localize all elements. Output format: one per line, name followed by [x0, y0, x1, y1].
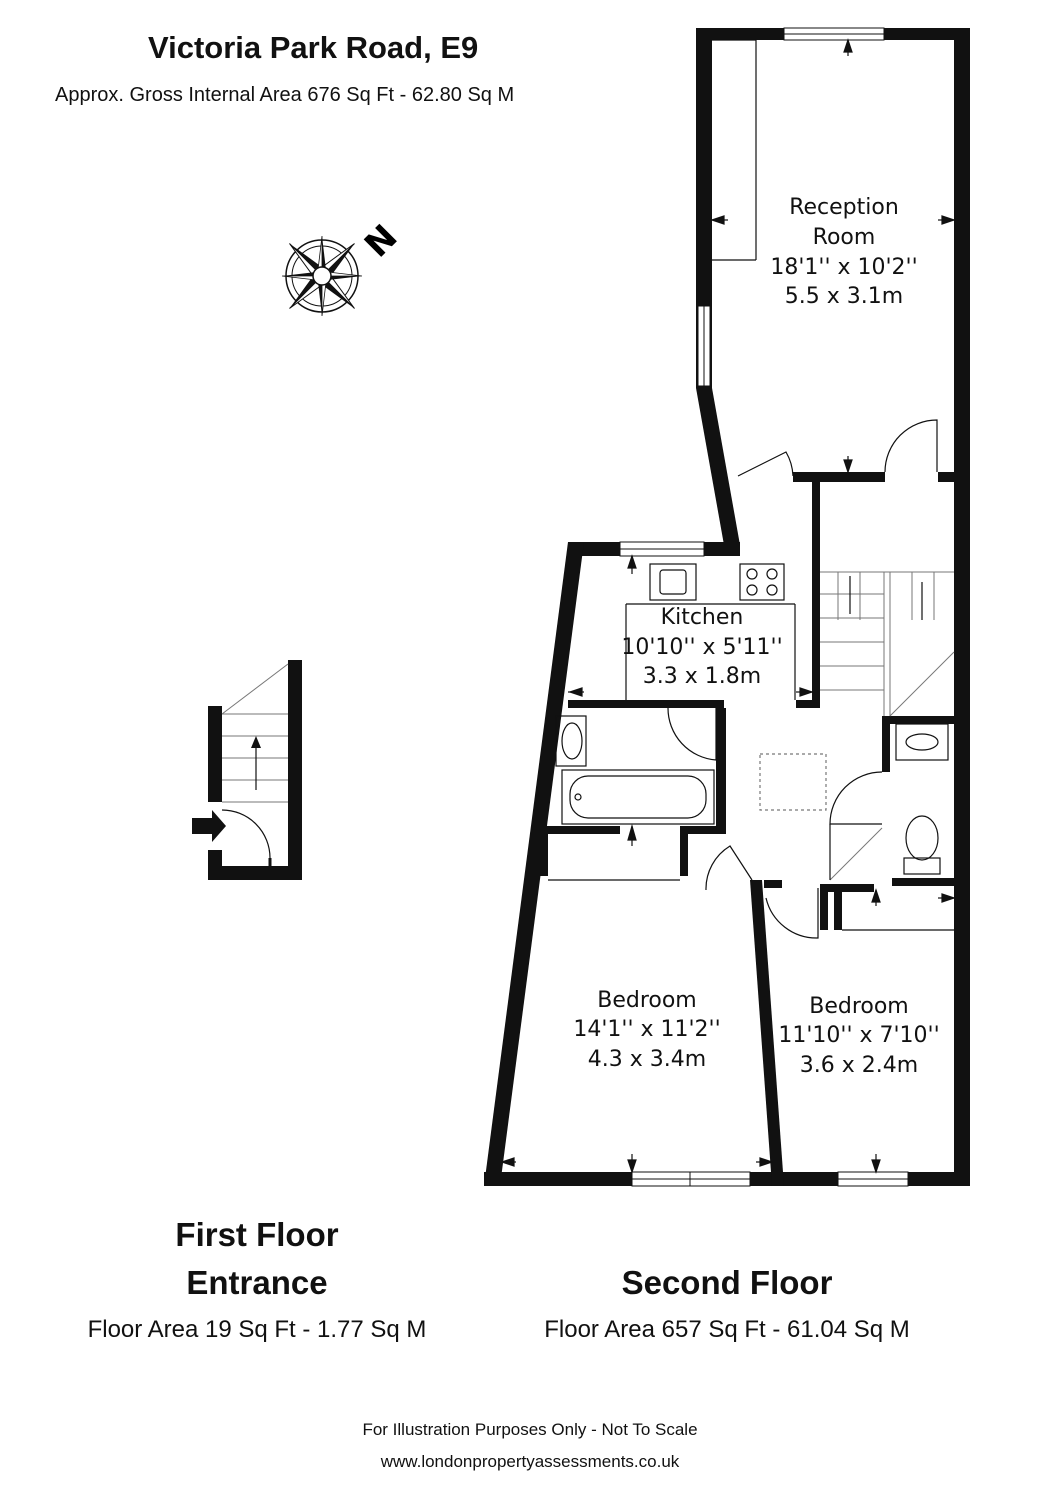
room-kitchen: Kitchen 10'10'' x 5'11'' 3.3 x 1.8m: [621, 605, 782, 689]
room-bedroom-left: Bedroom 14'1'' x 11'2'' 4.3 x 3.4m: [573, 988, 720, 1072]
room-dimensions-imperial: 14'1'' x 11'2'': [573, 1017, 720, 1042]
website-link[interactable]: www.londonpropertyassessments.co.uk: [380, 1452, 680, 1471]
room-dimensions-metric: 4.3 x 3.4m: [588, 1047, 706, 1072]
fixtures: [548, 39, 955, 939]
dimension-arrows: [500, 38, 956, 1174]
property-title: Victoria Park Road, E9: [148, 30, 479, 65]
disclaimer-text: For Illustration Purposes Only - Not To …: [362, 1420, 698, 1439]
compass-rose-icon: [281, 235, 363, 317]
second-floor-area: Floor Area 657 Sq Ft - 61.04 Sq M: [544, 1316, 910, 1343]
second-floor-walls: [484, 28, 970, 1186]
north-letter: N: [357, 217, 405, 265]
entrance-arrow-icon: [192, 810, 226, 842]
first-floor-title: First Floor: [175, 1216, 339, 1253]
room-dimensions-metric: 3.3 x 1.8m: [643, 664, 761, 689]
first-floor-area: Floor Area 19 Sq Ft - 1.77 Sq M: [87, 1316, 427, 1343]
room-name: Bedroom: [809, 994, 909, 1019]
room-dimensions-imperial: 18'1'' x 10'2'': [770, 255, 917, 280]
room-dimensions-metric: 3.6 x 2.4m: [800, 1053, 918, 1078]
second-floor-title: Second Floor: [621, 1264, 833, 1301]
room-dimensions-imperial: 10'10'' x 5'11'': [621, 635, 782, 660]
room-name: Reception: [789, 195, 899, 220]
first-floor-subtitle: Entrance: [186, 1264, 328, 1301]
windows: [619, 27, 909, 1187]
room-name: Kitchen: [661, 605, 744, 630]
room-reception: Reception Room 18'1'' x 10'2'' 5.5 x 3.1…: [770, 195, 917, 309]
room-dimensions-imperial: 11'10'' x 7'10'': [778, 1023, 939, 1048]
entrance-plan: [192, 660, 302, 880]
gross-area: Approx. Gross Internal Area 676 Sq Ft - …: [55, 84, 515, 106]
room-dimensions-metric: 5.5 x 3.1m: [785, 284, 903, 309]
room-name: Room: [813, 225, 876, 250]
room-bedroom-right: Bedroom 11'10'' x 7'10'' 3.6 x 2.4m: [778, 994, 939, 1078]
room-name: Bedroom: [597, 988, 697, 1013]
